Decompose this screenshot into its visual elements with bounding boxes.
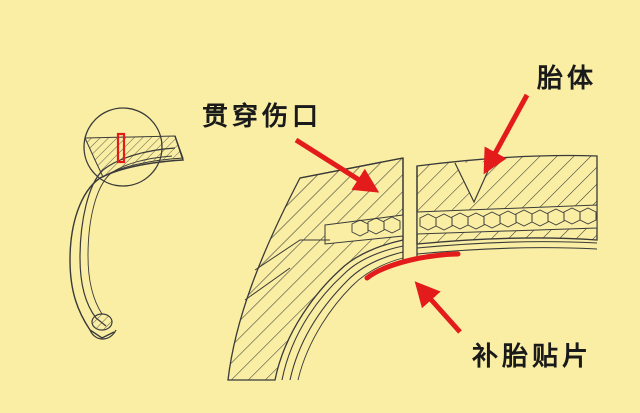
tire-cross-section-small xyxy=(69,135,184,340)
arrow-tire-carcass xyxy=(483,93,530,175)
repair-patch xyxy=(364,251,461,281)
label-penetrating-wound: 贯穿伤口 xyxy=(202,102,323,132)
enlarged-section-right xyxy=(416,154,598,258)
label-repair-patch: 补胎贴片 xyxy=(472,342,593,372)
arrow-penetrating-wound xyxy=(294,137,380,193)
magnifier-circle xyxy=(83,107,163,187)
arrow-repair-patch xyxy=(414,281,462,334)
wound-marker xyxy=(116,132,126,164)
label-tire-carcass: 胎体 xyxy=(537,64,598,94)
enlarged-section-left xyxy=(227,157,404,381)
